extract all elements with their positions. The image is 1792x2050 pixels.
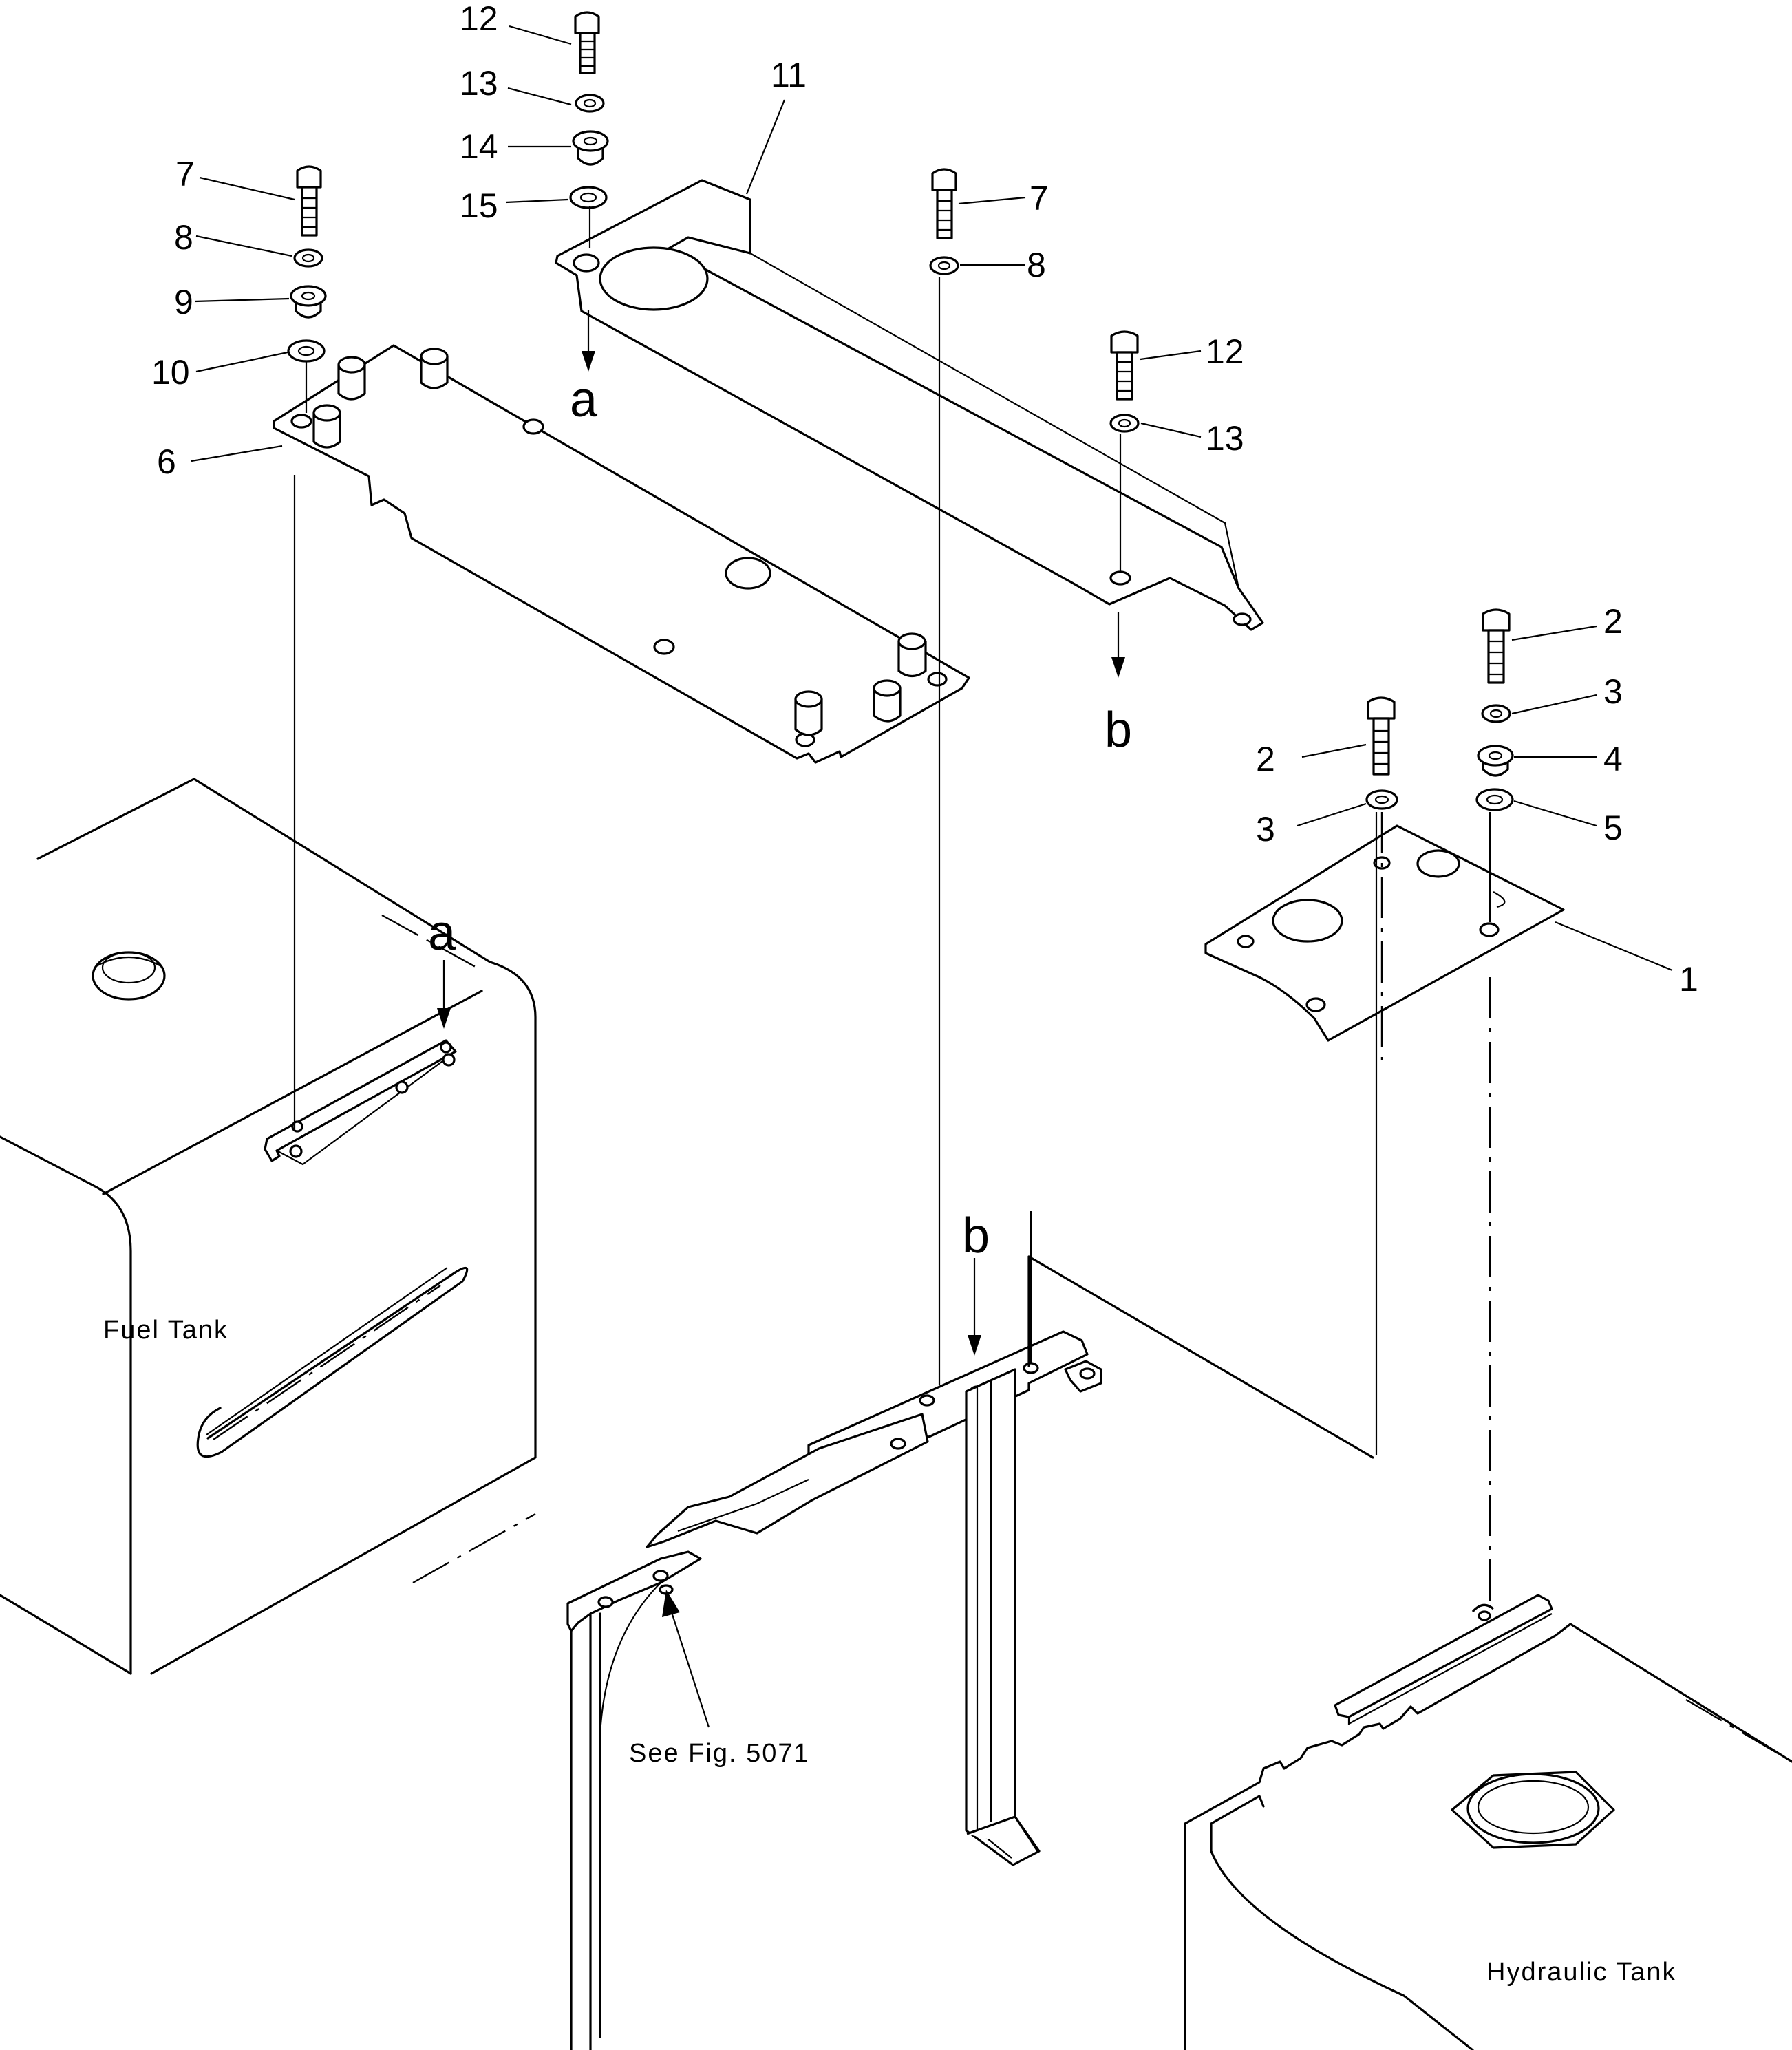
fuel-tank-label: Fuel Tank: [103, 1316, 228, 1345]
assembly-lines: [293, 206, 1491, 1610]
part-number-12: 12: [1206, 332, 1244, 371]
part-number-13: 13: [460, 64, 498, 103]
cover-plate-1: [1204, 824, 1565, 1042]
hydraulic-tank: [1184, 1594, 1792, 2050]
part-number-7: 7: [1030, 179, 1049, 217]
bolt-12-top: [574, 11, 600, 74]
washer-3-right: [1481, 704, 1511, 723]
see-fig-label: See Fig. 5071: [629, 1739, 810, 1768]
part-number-1: 1: [1679, 960, 1698, 999]
cover-11: [555, 179, 1264, 631]
bolt-7-left: [296, 165, 322, 237]
bolt-2-right: [1482, 608, 1511, 684]
part-number-5: 5: [1603, 809, 1623, 847]
bushing-4: [1477, 745, 1514, 777]
ref-letter-b: b: [962, 1208, 990, 1263]
leader-lines: [191, 25, 1673, 972]
ref-letter-b: b: [1105, 703, 1132, 758]
part-number-15: 15: [460, 186, 498, 225]
part-number-3: 3: [1603, 672, 1623, 711]
bolt-12-right: [1110, 330, 1139, 401]
washer-3-left: [1365, 789, 1398, 810]
ref-letter-a: a: [428, 906, 456, 961]
cover-plate-6: [273, 344, 970, 764]
washer-10: [287, 339, 326, 363]
part-numbers: 12 13 14 15 11 7 8 9 10 6 7 8 12 13 2 3 …: [151, 0, 1698, 999]
part-number-8: 8: [174, 218, 193, 257]
bolt-7-right: [931, 168, 957, 239]
part-number-9: 9: [174, 283, 193, 321]
washer-13-top: [575, 94, 605, 113]
bushing-14: [572, 130, 609, 166]
part-number-3: 3: [1256, 810, 1275, 848]
washer-8-left: [293, 248, 323, 268]
part-number-4: 4: [1603, 740, 1623, 778]
reference-arrows: [437, 310, 1125, 1728]
part-number-2: 2: [1603, 602, 1623, 641]
frame-bracket: [566, 1330, 1102, 2050]
part-number-2: 2: [1256, 740, 1275, 778]
washer-15: [569, 186, 608, 209]
part-number-12: 12: [460, 0, 498, 38]
washer-13-right: [1109, 414, 1140, 433]
part-number-7: 7: [175, 155, 195, 193]
part-number-8: 8: [1027, 246, 1046, 284]
washer-5: [1475, 788, 1514, 811]
spacer: [312, 348, 927, 736]
part-number-13: 13: [1206, 419, 1244, 458]
bushing-9: [290, 285, 327, 319]
ref-letter-a: a: [570, 372, 598, 427]
part-number-10: 10: [151, 353, 190, 392]
fuel-tank: [0, 778, 537, 1675]
reference-letters: a b a b: [428, 372, 1132, 1263]
part-number-14: 14: [460, 127, 498, 166]
part-number-11: 11: [771, 56, 807, 94]
part-number-6: 6: [157, 442, 176, 481]
washer-8-right: [929, 256, 959, 275]
hydraulic-tank-label: Hydraulic Tank: [1486, 1958, 1677, 1987]
bolt-2-left: [1367, 696, 1396, 776]
